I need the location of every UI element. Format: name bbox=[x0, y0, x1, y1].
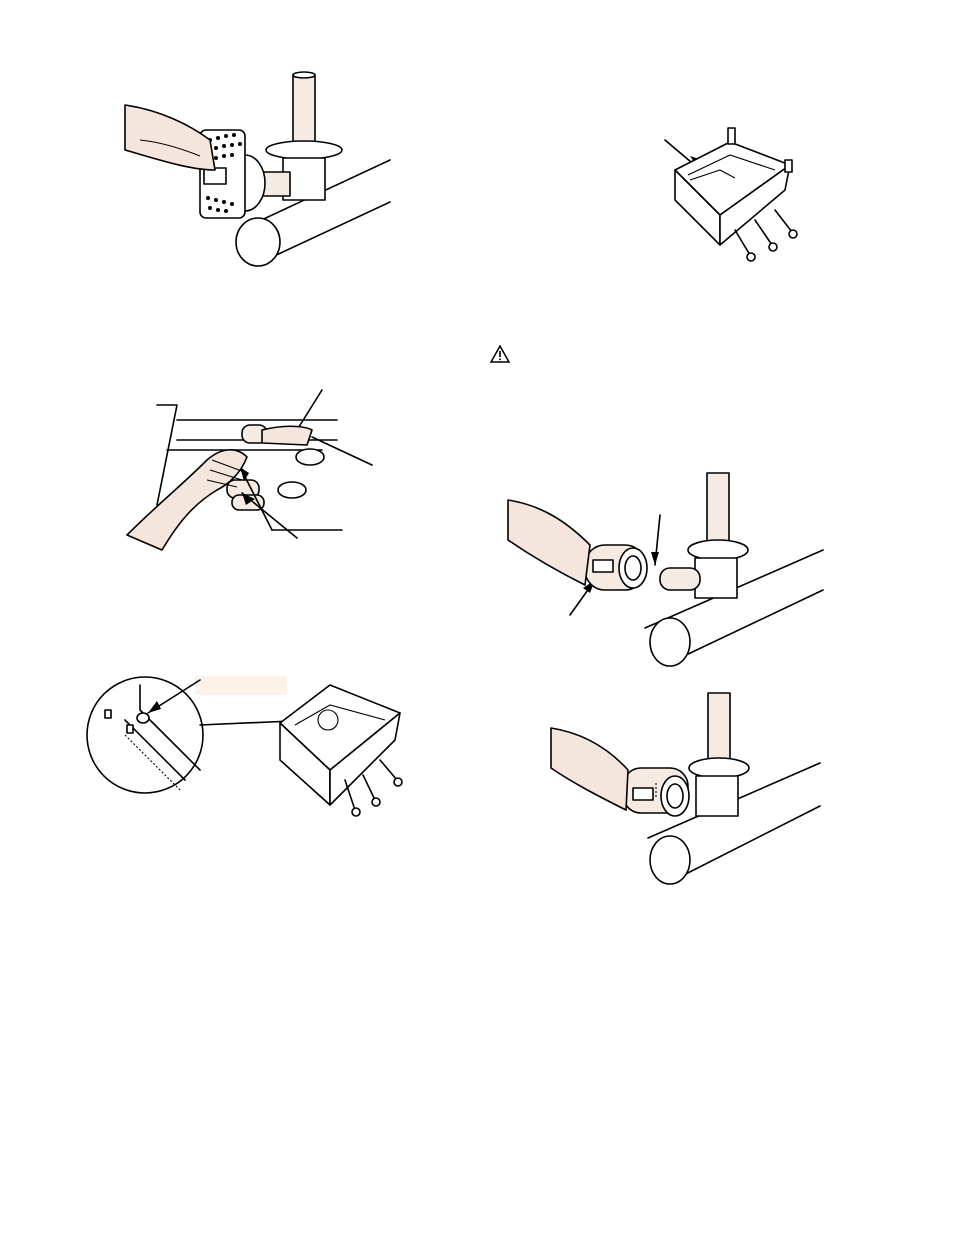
figure-burner-onto-orifice bbox=[505, 470, 830, 670]
figure-burner-tray-arrow bbox=[660, 120, 820, 270]
warning-triangle-icon bbox=[490, 345, 510, 363]
figure-burner-tray-detail bbox=[85, 675, 415, 820]
figure-burner-air-shutter bbox=[120, 70, 400, 270]
figure-burner-on-orifice bbox=[548, 688, 828, 888]
figure-burner-installation-hand bbox=[122, 385, 382, 555]
